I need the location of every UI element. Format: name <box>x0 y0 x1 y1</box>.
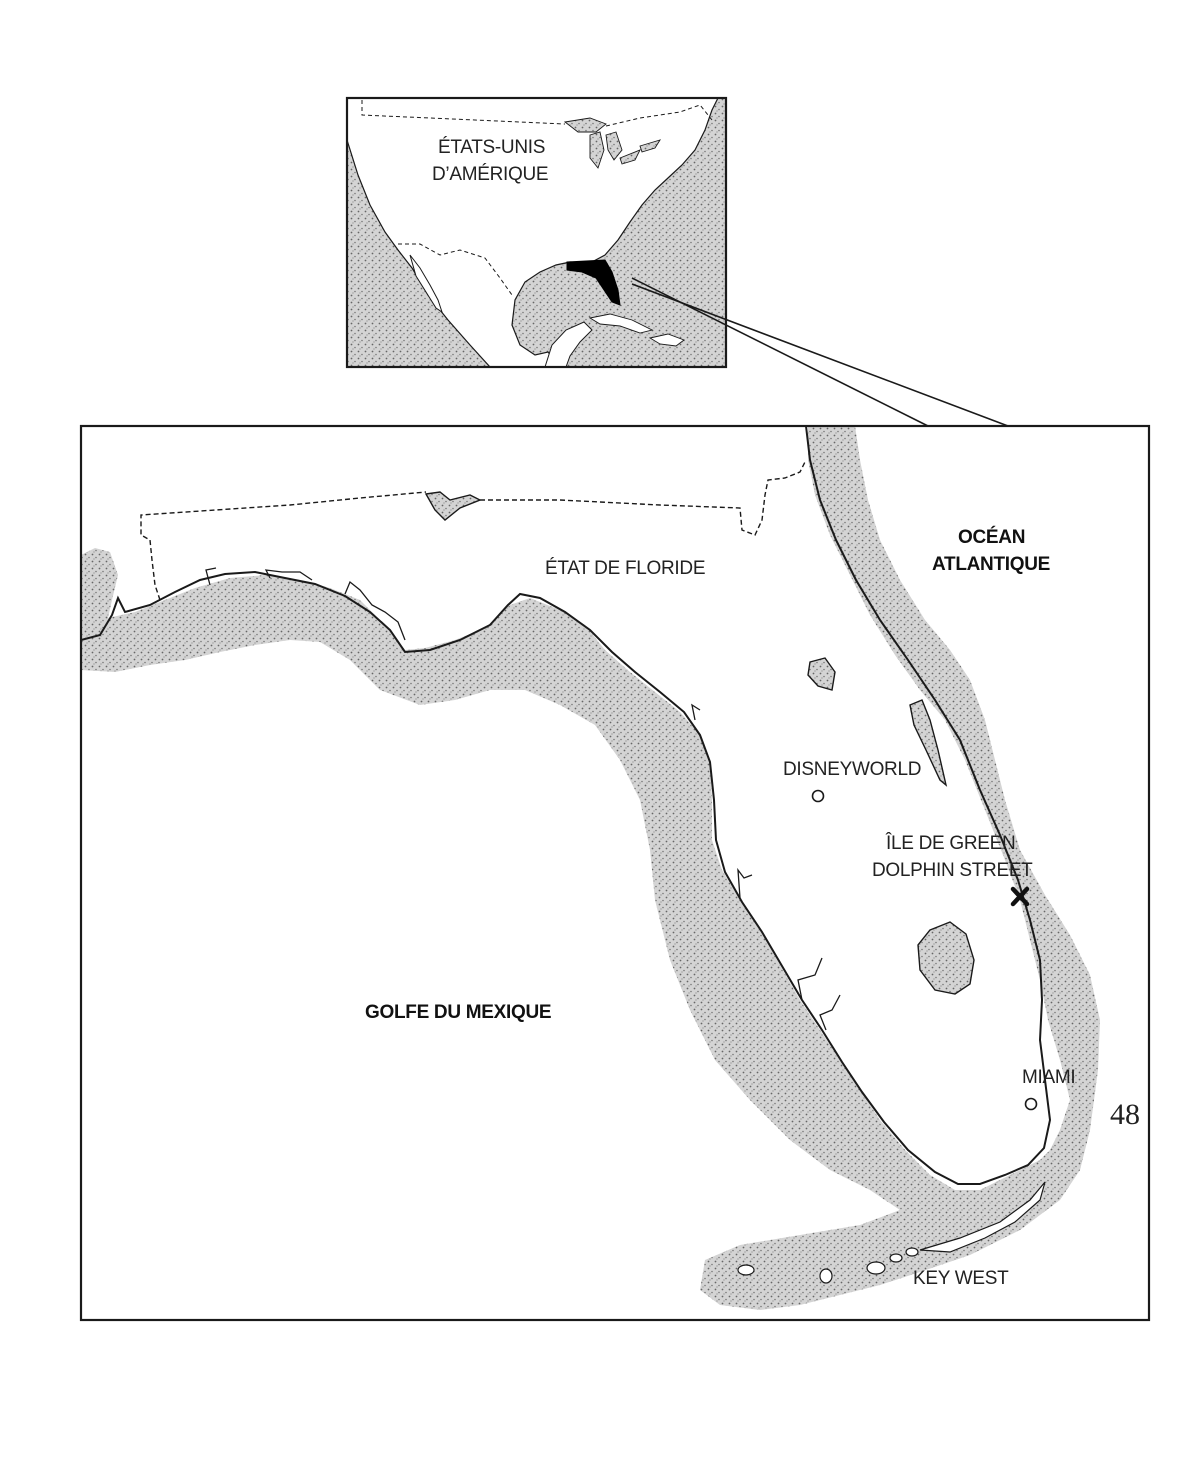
ocean-label-line1: OCÉAN <box>958 526 1025 548</box>
disneyworld-marker <box>811 789 825 803</box>
inset-hispaniola <box>648 333 685 347</box>
miami-marker <box>1024 1097 1038 1111</box>
inset-map: ÉTATS-UNIS D’AMÉRIQUE <box>347 98 726 367</box>
main-map-frame <box>79 424 1151 1322</box>
lake-okeechobee <box>917 921 975 995</box>
inset-florida-highlight <box>566 259 621 306</box>
island-label-line2: DOLPHIN STREET <box>872 860 1033 881</box>
gulf-label: GOLFE DU MEXIQUE <box>365 1002 551 1023</box>
inset-canada-border <box>361 100 713 127</box>
state-label: ÉTAT DE FLORIDE <box>545 558 705 579</box>
island-label-line1: ÎLE DE GREEN <box>885 832 1015 854</box>
lake-indian-river <box>909 699 948 787</box>
disneyworld-label: DISNEYWORLD <box>783 759 921 780</box>
inset-yucatan <box>544 321 593 367</box>
florida-lakes <box>424 491 975 995</box>
inset-cuba <box>588 313 654 334</box>
florida-keys <box>737 1181 1046 1284</box>
florida-coastline <box>81 426 1052 1185</box>
river-inlets <box>205 567 841 1031</box>
key-west-label: KEY WEST <box>913 1268 1009 1289</box>
main-map: ÉTAT DE FLORIDE OCÉAN ATLANTIQUE GOLFE D… <box>81 426 1149 1320</box>
miami-label: MIAMI <box>1022 1067 1075 1088</box>
florida-state-border <box>140 459 807 601</box>
inset-map-frame <box>345 96 728 369</box>
atlantic-coast-water <box>808 426 1100 1130</box>
inset-mexico-border <box>398 243 513 296</box>
zoom-connector-lines <box>631 277 1009 427</box>
lake-north <box>807 657 836 691</box>
page-number: 48 <box>1110 1098 1140 1131</box>
island-x-marker <box>1010 886 1030 907</box>
inset-country-label-line2: D’AMÉRIQUE <box>432 164 548 185</box>
inset-baja-california <box>409 254 443 314</box>
gulf-coast-water <box>81 548 1090 1310</box>
inset-country-label-line1: ÉTATS-UNIS <box>438 137 545 158</box>
inset-great-lakes <box>563 117 662 169</box>
ocean-label-line2: ATLANTIQUE <box>932 554 1050 575</box>
